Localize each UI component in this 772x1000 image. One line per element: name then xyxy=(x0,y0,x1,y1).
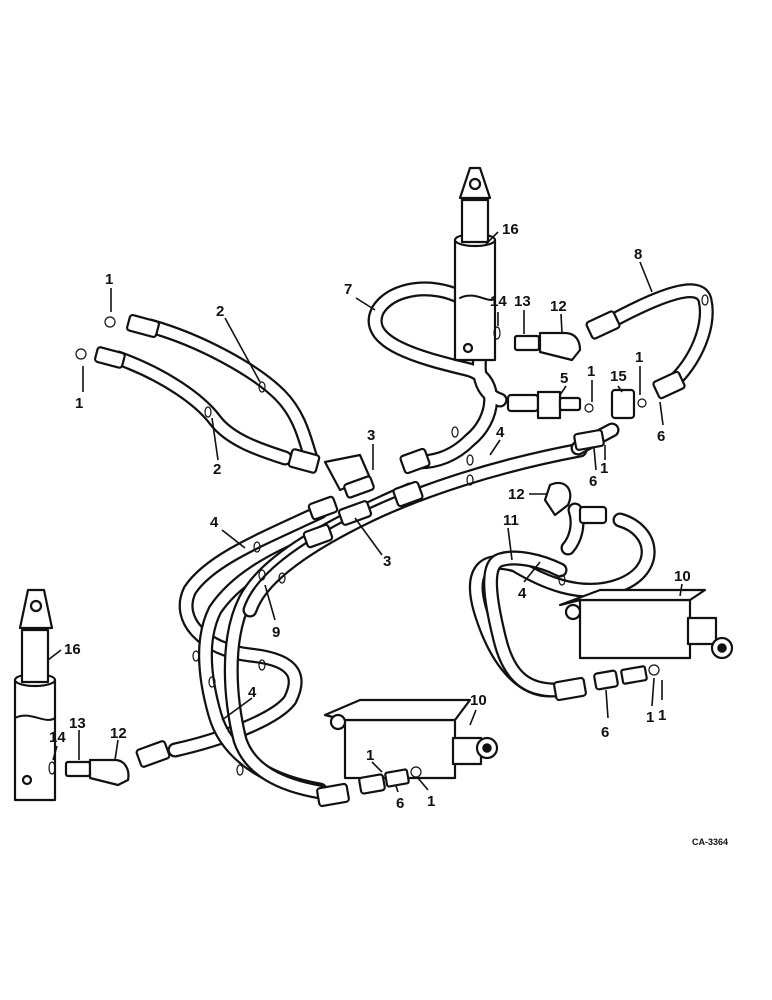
hose-4-left xyxy=(167,504,328,758)
reference-code: CA-3364 xyxy=(692,837,728,847)
callout-4: 4 xyxy=(210,514,219,531)
right-cylinder-10 xyxy=(558,588,734,660)
lower-cylinder-16 xyxy=(13,588,57,802)
callout-1: 1 xyxy=(366,747,374,764)
callout-3: 3 xyxy=(367,427,375,444)
callout-16: 16 xyxy=(502,221,519,238)
callout-12: 12 xyxy=(110,725,127,742)
hoses xyxy=(110,281,714,800)
callout-4: 4 xyxy=(496,424,505,441)
fittings xyxy=(48,310,686,808)
callout-1: 1 xyxy=(75,395,83,412)
callout-1: 1 xyxy=(105,271,113,288)
callout-4: 4 xyxy=(248,684,257,701)
callout-8: 8 xyxy=(634,246,642,263)
callout-13: 13 xyxy=(514,293,531,310)
callout-16: 16 xyxy=(64,641,81,658)
callout-1: 1 xyxy=(587,363,595,380)
callout-6: 6 xyxy=(601,724,609,741)
callout-7: 7 xyxy=(344,281,352,298)
callout-5: 5 xyxy=(560,370,568,387)
callout-10: 10 xyxy=(470,692,487,709)
hose-2-lower xyxy=(110,350,293,466)
callout-3: 3 xyxy=(383,553,391,570)
callout-15: 15 xyxy=(610,368,627,385)
callout-2: 2 xyxy=(216,303,224,320)
callout-11: 11 xyxy=(503,512,519,529)
callout-12: 12 xyxy=(508,486,525,503)
callout-6: 6 xyxy=(589,473,597,490)
callout-10: 10 xyxy=(674,568,691,585)
left-cylinder-10 xyxy=(323,698,499,780)
callout-12: 12 xyxy=(550,298,567,315)
callout-14: 14 xyxy=(49,729,66,746)
callout-9: 9 xyxy=(272,624,280,641)
hose-8 xyxy=(602,283,714,394)
callout-1: 1 xyxy=(635,349,643,366)
hose-4-mid xyxy=(242,442,588,618)
callout-1: 1 xyxy=(646,709,654,726)
callout-14: 14 xyxy=(490,293,507,310)
upper-cylinder-16 xyxy=(453,166,497,362)
callout-13: 13 xyxy=(69,715,86,732)
hose-clamp-marks xyxy=(192,294,709,776)
hose-stub-12 xyxy=(560,502,585,556)
callout-2: 2 xyxy=(213,461,221,478)
callout-6: 6 xyxy=(396,795,404,812)
callout-1: 1 xyxy=(427,793,435,810)
callout-1: 1 xyxy=(658,707,666,724)
hose-11 xyxy=(483,550,568,698)
hose-2-upper xyxy=(142,318,318,463)
callout-1: 1 xyxy=(600,460,608,477)
callout-4: 4 xyxy=(518,585,527,602)
callout-6: 6 xyxy=(657,428,665,445)
callouts: 1 1 2 2 3 3 4 4 4 4 5 6 6 6 6 7 8 9 10 xyxy=(47,221,691,812)
